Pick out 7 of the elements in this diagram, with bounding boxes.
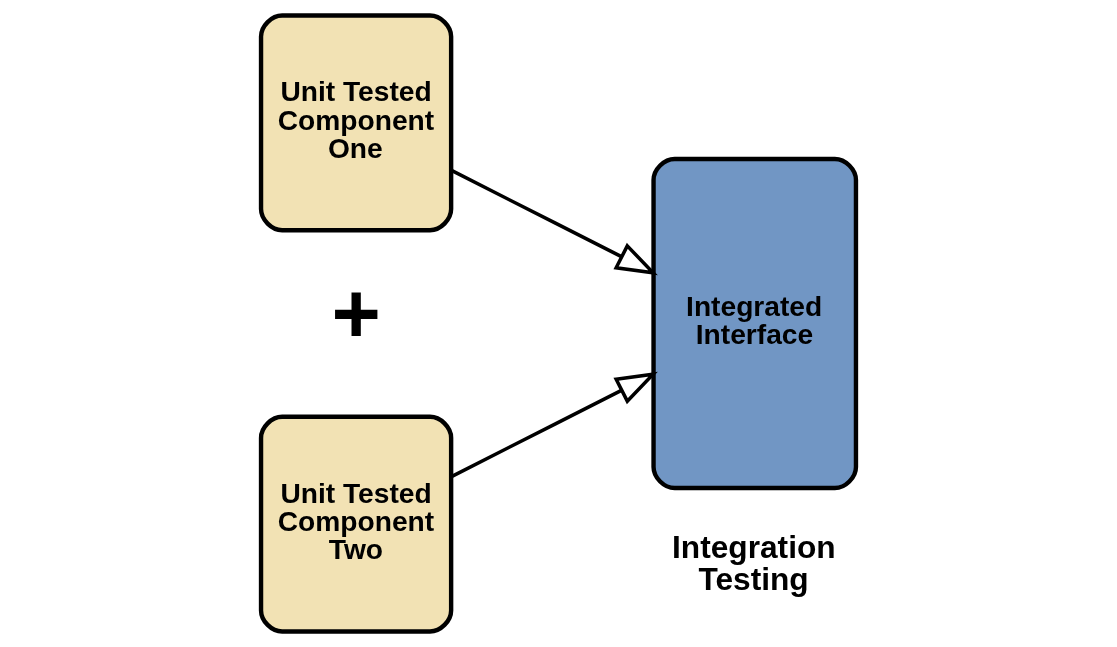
label: + xyxy=(331,266,381,361)
node-box: Integrated Interface xyxy=(651,156,859,491)
node-box: Unit Tested Component Two xyxy=(258,414,454,634)
node-label: Integration Testing xyxy=(672,529,836,597)
node-box: Unit Tested Component One xyxy=(258,13,454,233)
arrow xyxy=(450,168,658,276)
arrow xyxy=(450,371,658,479)
